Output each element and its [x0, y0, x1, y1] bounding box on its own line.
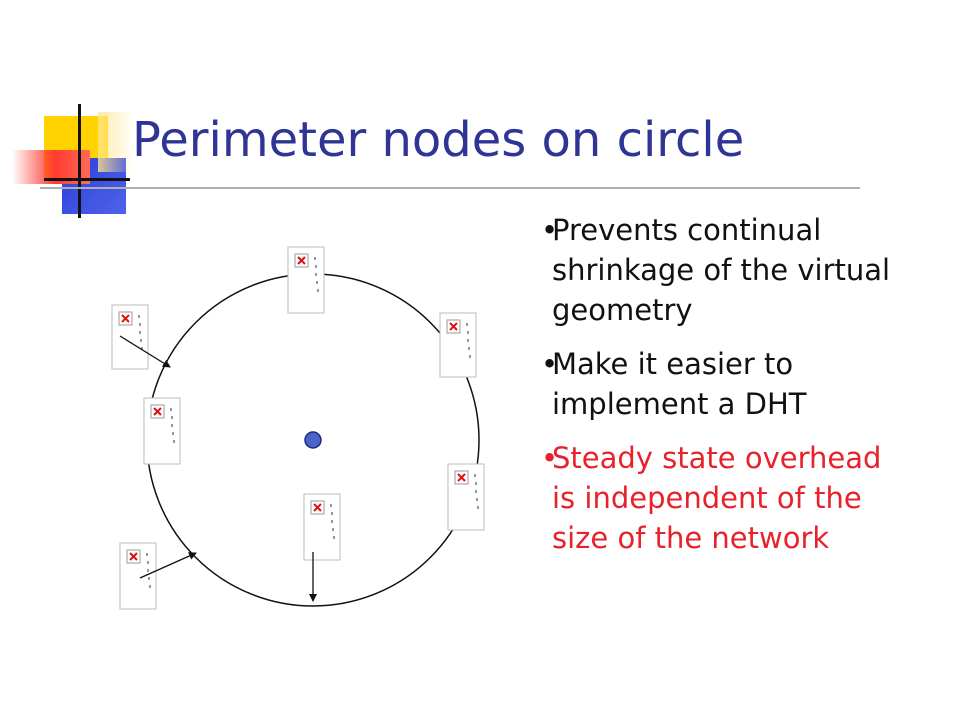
- bullet-marker: •: [541, 347, 559, 381]
- bullet-text: Make it easier to implement a DHT: [552, 347, 807, 421]
- bullet-item: • Steady state overhead is independent o…: [541, 438, 912, 558]
- bullet-list: • Prevents continual shrinkage of the vi…: [541, 210, 912, 572]
- broken-image-icon: [119, 542, 157, 610]
- slide-title: Perimeter nodes on circle: [132, 112, 745, 168]
- broken-image-icon: [303, 493, 341, 561]
- broken-image-icon: [447, 463, 485, 531]
- bullet-item: • Make it easier to implement a DHT: [541, 344, 912, 424]
- arrow-to-circle-upper-left: [119, 335, 171, 368]
- deco-vertical-rule: [78, 104, 81, 218]
- arrow-to-circle-lower-left: [139, 552, 197, 579]
- center-node-icon: [304, 431, 322, 449]
- bullet-item: • Prevents continual shrinkage of the vi…: [541, 210, 912, 330]
- bullet-marker: •: [541, 441, 559, 475]
- broken-image-icon: [143, 397, 181, 465]
- broken-image-icon: [111, 304, 149, 370]
- bullet-text: Steady state overhead is independent of …: [552, 441, 882, 555]
- bullet-marker: •: [541, 213, 559, 247]
- deco-blue-glow: [98, 112, 134, 172]
- title-underline: [40, 187, 860, 189]
- deco-horizontal-rule: [44, 178, 130, 181]
- broken-image-icon: [439, 312, 477, 378]
- broken-image-icon: [287, 246, 325, 314]
- bullet-text: Prevents continual shrinkage of the virt…: [552, 213, 891, 327]
